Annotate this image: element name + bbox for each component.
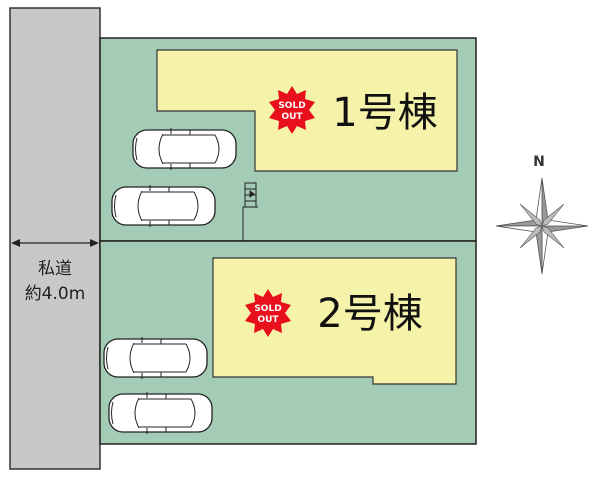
sold-out-badge: SOLD OUT: [245, 289, 291, 337]
svg-text:OUT: OUT: [281, 112, 303, 122]
parking-car-icon: [108, 391, 213, 435]
sold-out-badge: SOLD OUT: [269, 86, 315, 134]
private-road: [9, 7, 101, 470]
parking-car-icon: [132, 127, 237, 171]
lot-2-label: 2号棟: [317, 291, 422, 337]
building-2: [212, 257, 457, 385]
parking-car-icon: [103, 336, 208, 380]
compass-north-label: N: [533, 154, 545, 170]
road-width-arrow: [11, 239, 99, 247]
svg-text:OUT: OUT: [257, 315, 279, 325]
svg-text:SOLD: SOLD: [278, 101, 305, 111]
entrance-steps: [242, 182, 258, 241]
parking-car-icon: [111, 184, 216, 228]
compass-rose-icon: [495, 177, 589, 275]
lot-1-label: 1号棟: [332, 90, 437, 136]
road-width-label: 約4.0m: [25, 284, 86, 304]
svg-text:SOLD: SOLD: [254, 304, 281, 314]
road-label: 私道: [38, 259, 72, 279]
